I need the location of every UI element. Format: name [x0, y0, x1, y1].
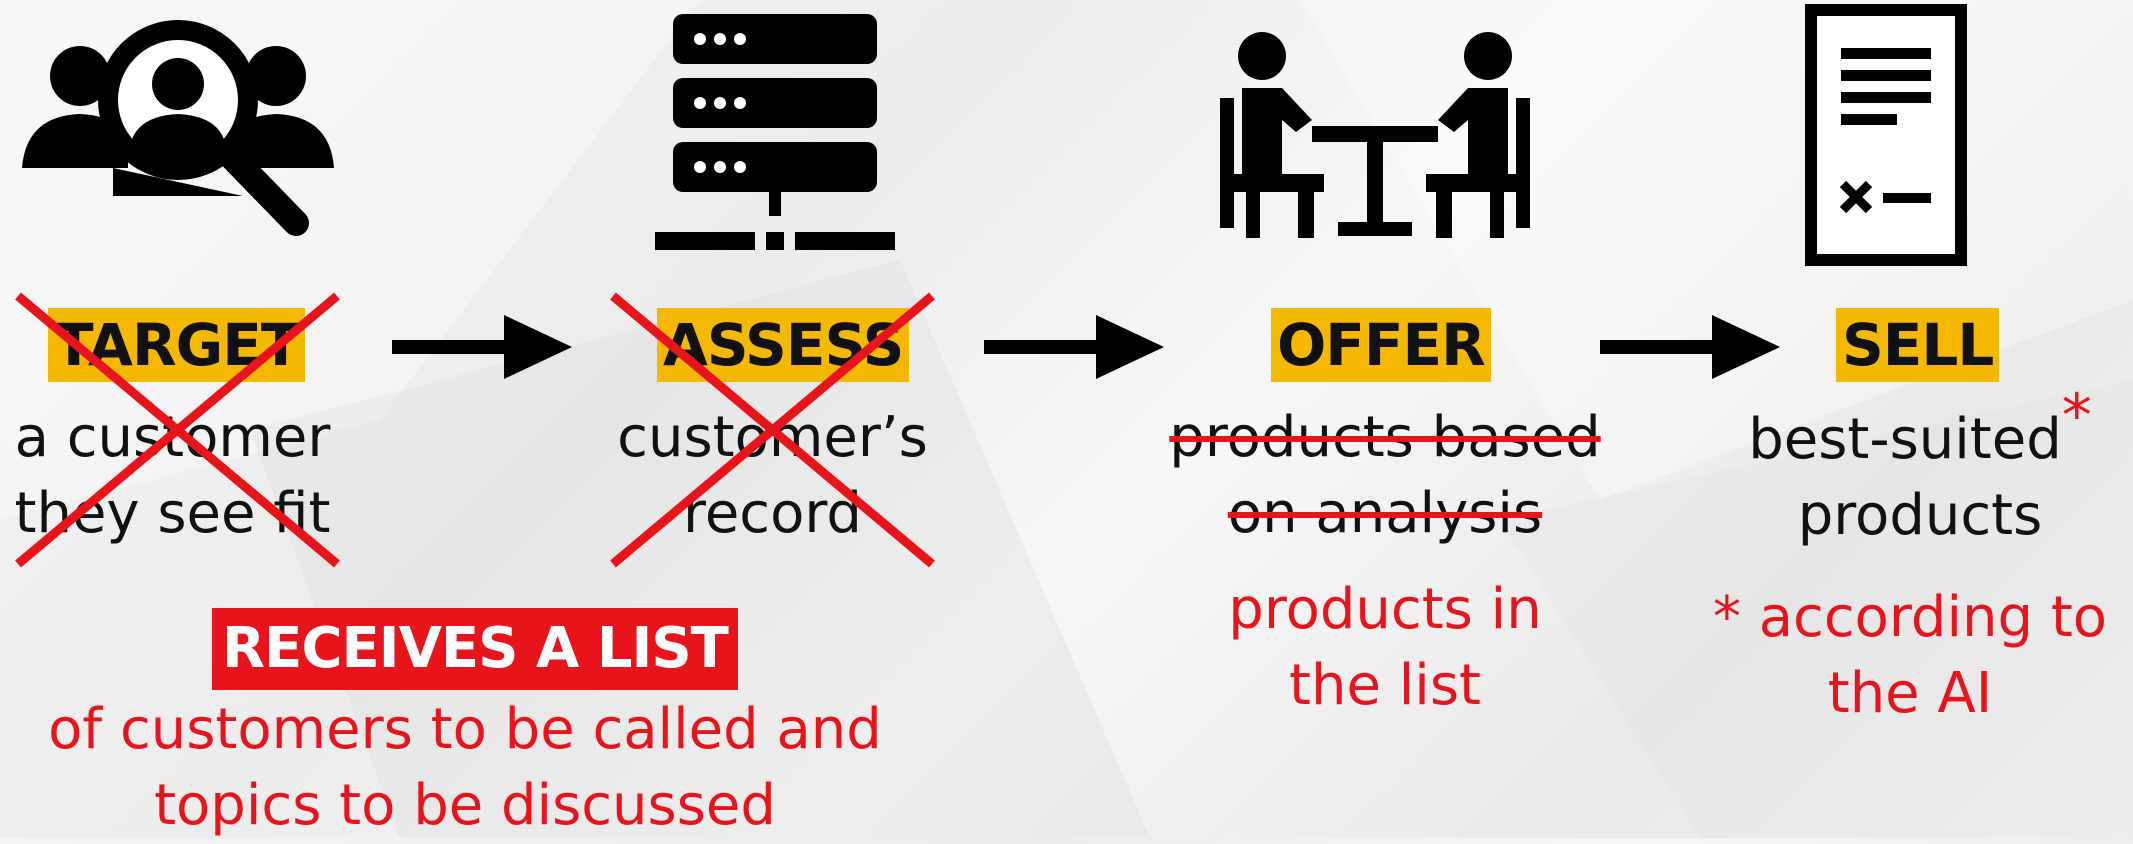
- contract-icon: [1805, 4, 1967, 266]
- offer-note: products in the list: [1150, 572, 1620, 724]
- step-label-target: TARGET: [48, 308, 306, 382]
- step-desc-line: record: [683, 481, 862, 546]
- sell-note-line: * according to: [1712, 585, 2108, 650]
- offer-note-line: the list: [1289, 653, 1481, 718]
- arrow-right-icon: [984, 315, 1164, 379]
- step-desc-line-struck: on analysis: [1227, 481, 1543, 546]
- step-label-offer: OFFER: [1271, 308, 1491, 382]
- step-desc-assess: customer’s record: [600, 400, 945, 552]
- offer-note-line: products in: [1228, 577, 1542, 642]
- arrow-right-icon: [1600, 315, 1780, 379]
- sell-note-line: the AI: [1827, 661, 1993, 726]
- step-desc-line: customer’s: [617, 405, 928, 470]
- arrow-right-icon: [392, 315, 572, 379]
- meeting-table-icon: [1220, 28, 1530, 238]
- step-desc-sell: best-suited* products: [1720, 381, 2120, 554]
- step-desc-line-struck: products based: [1169, 405, 1601, 470]
- search-people-icon: [18, 18, 338, 248]
- step-desc-target: a customer they see fit: [0, 400, 345, 552]
- step-desc-line: products: [1797, 483, 2043, 548]
- server-icon: [655, 14, 895, 254]
- cross-out-icon: [15, 292, 340, 568]
- asterisk-mark: *: [2061, 381, 2092, 451]
- list-banner: RECEIVES A LIST: [212, 608, 738, 690]
- step-label-sell: SELL: [1836, 308, 2000, 382]
- sell-note: * according to the AI: [1690, 580, 2130, 732]
- step-desc-text: best-suited: [1748, 407, 2062, 472]
- cross-out-icon: [610, 292, 935, 568]
- step-desc-offer: products based on analysis: [1150, 400, 1620, 552]
- list-note-line: of customers to be called and: [48, 697, 882, 762]
- step-desc-line: best-suited*: [1720, 381, 2120, 478]
- list-note: of customers to be called and topics to …: [0, 692, 930, 844]
- list-note-line: topics to be discussed: [154, 773, 776, 838]
